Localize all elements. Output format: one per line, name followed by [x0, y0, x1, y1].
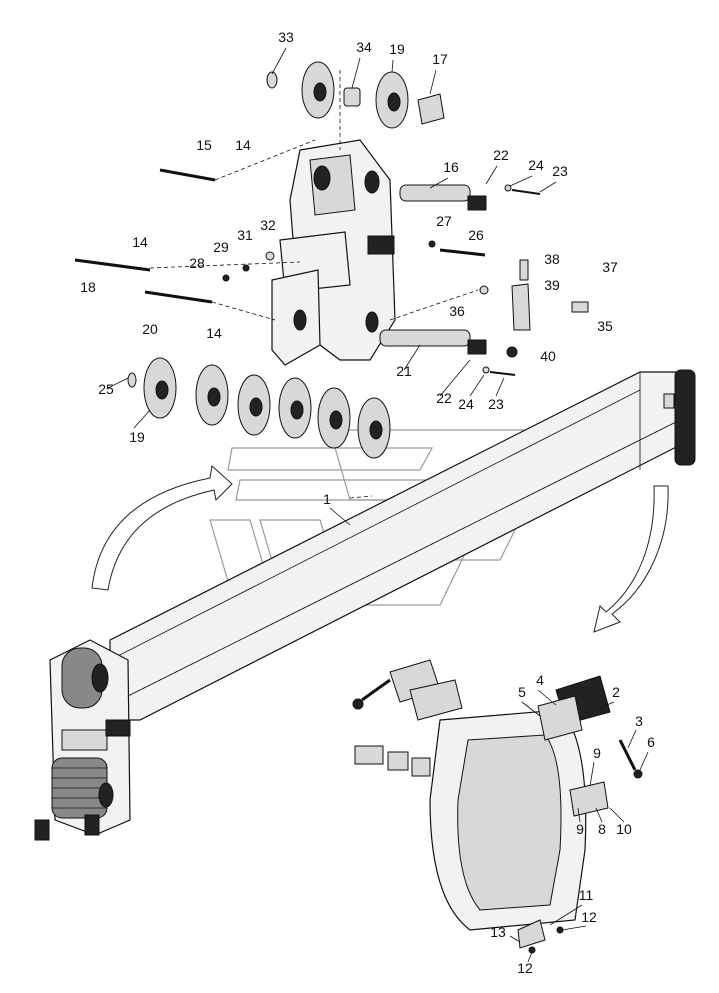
callout-c20: 20 — [142, 321, 158, 337]
lower-sheaves-exploded — [127, 357, 391, 459]
boom-end-cover — [352, 659, 643, 954]
callout-c24a: 24 — [528, 157, 544, 173]
callout-c19a: 19 — [389, 41, 405, 57]
callout-c37: 37 — [602, 259, 618, 275]
callout-c5: 5 — [518, 684, 526, 700]
callout-c32: 32 — [260, 217, 276, 233]
callout-c1: 1 — [323, 491, 331, 507]
callout-c8: 8 — [598, 821, 606, 837]
callout-c29: 29 — [213, 239, 229, 255]
callout-c23a: 23 — [552, 163, 568, 179]
callout-c26: 26 — [468, 227, 484, 243]
callout-c2: 2 — [612, 684, 620, 700]
pins-and-rods — [74, 168, 589, 376]
boom-section — [109, 369, 696, 721]
callout-c40: 40 — [540, 348, 556, 364]
callout-c12b: 12 — [517, 960, 533, 976]
callout-c14a: 14 — [235, 137, 251, 153]
callout-c22a: 22 — [493, 147, 509, 163]
callout-c6: 6 — [647, 734, 655, 750]
lower-sheave-pack — [51, 757, 114, 819]
callout-c33: 33 — [278, 29, 294, 45]
callout-c4: 4 — [536, 672, 544, 688]
callout-c39: 39 — [544, 277, 560, 293]
callout-c18: 18 — [80, 279, 96, 295]
callout-c31: 31 — [237, 227, 253, 243]
callout-c11: 11 — [579, 887, 594, 903]
callout-c3: 3 — [635, 713, 643, 729]
callout-c23b: 23 — [488, 396, 504, 412]
callout-c28: 28 — [189, 255, 205, 271]
callout-c36: 36 — [449, 303, 465, 319]
callout-c25: 25 — [98, 381, 114, 397]
callout-c16: 16 — [443, 159, 459, 175]
leader-lines — [107, 47, 649, 963]
callout-c34: 34 — [356, 39, 372, 55]
callout-c14b: 14 — [132, 234, 148, 250]
callout-c24b: 24 — [458, 396, 474, 412]
head-frame-exploded — [271, 139, 396, 366]
callout-c9b: 9 — [576, 821, 584, 837]
callout-c9a: 9 — [593, 745, 601, 761]
callout-c12a: 12 — [581, 909, 597, 925]
callout-c14c: 14 — [206, 325, 222, 341]
callout-c10: 10 — [616, 821, 632, 837]
callout-c22b: 22 — [436, 390, 452, 406]
callout-c35: 35 — [597, 318, 613, 334]
callout-c17: 17 — [432, 51, 448, 67]
flow-arrow-left — [91, 465, 233, 591]
callout-c13: 13 — [490, 924, 506, 940]
boom-head-assembly — [34, 639, 131, 841]
flow-arrow-right — [593, 485, 669, 633]
top-sheaves — [266, 61, 445, 129]
callout-c21: 21 — [396, 363, 412, 379]
callout-c15: 15 — [196, 137, 212, 153]
callout-c19b: 19 — [129, 429, 145, 445]
callout-c27: 27 — [436, 213, 452, 229]
callout-c38: 38 — [544, 251, 560, 267]
